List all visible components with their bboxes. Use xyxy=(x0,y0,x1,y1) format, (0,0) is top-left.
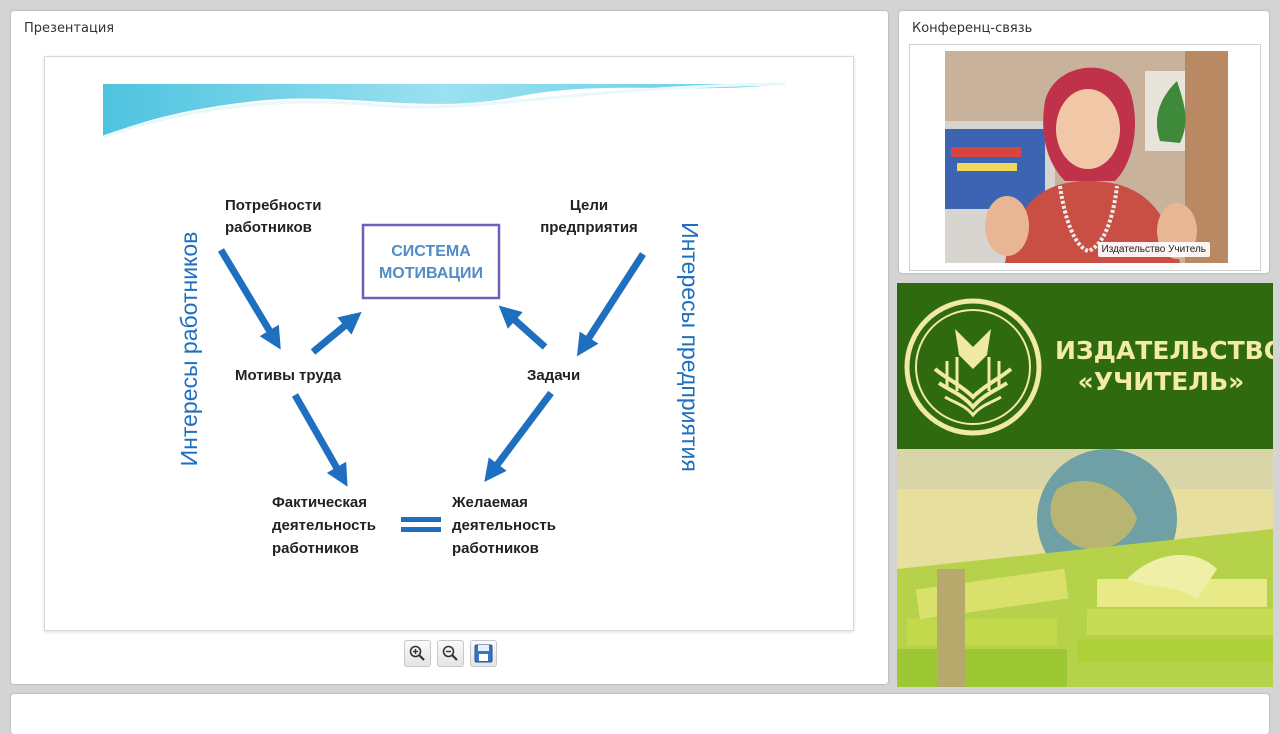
tasks-label: Задачи xyxy=(527,367,580,384)
save-button[interactable] xyxy=(470,640,497,667)
center-box-line2: МОТИВАЦИИ xyxy=(379,265,483,282)
conference-panel-title: Конференц-связь xyxy=(912,21,1033,36)
bottom-panel xyxy=(11,694,1269,734)
speaker-video: Издательство Учитель xyxy=(945,51,1228,263)
presentation-slide: СИСТЕМА МОТИВАЦИИ Интересы работников Ин… xyxy=(44,56,854,631)
equals-sign-top xyxy=(401,517,441,522)
header-wave xyxy=(103,84,785,137)
presentation-panel-title: Презентация xyxy=(24,21,115,36)
zoom-out-button[interactable] xyxy=(437,640,464,667)
goals-line2: предприятия xyxy=(540,219,638,236)
magnifier-minus-icon xyxy=(442,645,458,661)
arrow-motives-to-system xyxy=(310,311,362,355)
desired-line2: деятельность xyxy=(452,517,556,534)
video-name-label: Издательство Учитель xyxy=(1097,242,1210,257)
books-globe-image xyxy=(897,449,1273,687)
needs-line2: работников xyxy=(225,219,312,236)
speaker-image xyxy=(945,51,1228,263)
arrow-tasks-to-desired xyxy=(484,390,554,482)
conference-panel: Конференц-связь Издательство Учитель xyxy=(899,11,1269,273)
magnifier-plus-icon xyxy=(409,645,425,661)
actual-line3: работников xyxy=(272,540,359,557)
presentation-panel: Презентация СИСТЕМА МОТИВАЦИИ Интер xyxy=(11,11,888,684)
arrow-motives-to-actual xyxy=(291,393,348,487)
arrow-needs-to-motives xyxy=(217,248,281,350)
publisher-banner-image xyxy=(897,449,1273,687)
arrow-goals-to-tasks xyxy=(576,252,646,357)
publisher-logo xyxy=(904,298,1042,436)
center-box-line1: СИСТЕМА xyxy=(391,243,471,260)
desired-line1: Желаемая xyxy=(451,494,528,511)
equals-sign-bottom xyxy=(401,527,441,532)
publisher-name-line2: «УЧИТЕЛЬ» xyxy=(1077,367,1245,396)
publisher-name-line1: ИЗДАТЕЛЬСТВО xyxy=(1055,336,1273,365)
publisher-banner: ИЗДАТЕЛЬСТВО «УЧИТЕЛЬ» xyxy=(897,283,1273,687)
publisher-banner-top: ИЗДАТЕЛЬСТВО «УЧИТЕЛЬ» xyxy=(897,283,1273,449)
left-side-label: Интересы работников xyxy=(176,232,202,467)
actual-line2: деятельность xyxy=(272,517,376,534)
floppy-disk-icon xyxy=(474,644,493,663)
zoom-in-button[interactable] xyxy=(404,640,431,667)
goals-line1: Цели xyxy=(570,197,608,214)
arrow-tasks-to-system xyxy=(498,305,548,350)
slide-canvas: СИСТЕМА МОТИВАЦИИ Интересы работников Ин… xyxy=(102,82,786,557)
actual-line1: Фактическая xyxy=(272,494,367,511)
motivation-system-box xyxy=(361,223,501,300)
publisher-name: ИЗДАТЕЛЬСТВО «УЧИТЕЛЬ» xyxy=(1055,335,1273,397)
right-side-label: Интересы предприятия xyxy=(677,222,703,472)
desired-line3: работников xyxy=(452,540,539,557)
motives-label: Мотивы труда xyxy=(235,367,342,384)
needs-line1: Потребности xyxy=(225,197,321,214)
video-stream[interactable]: Издательство Учитель xyxy=(909,44,1261,271)
